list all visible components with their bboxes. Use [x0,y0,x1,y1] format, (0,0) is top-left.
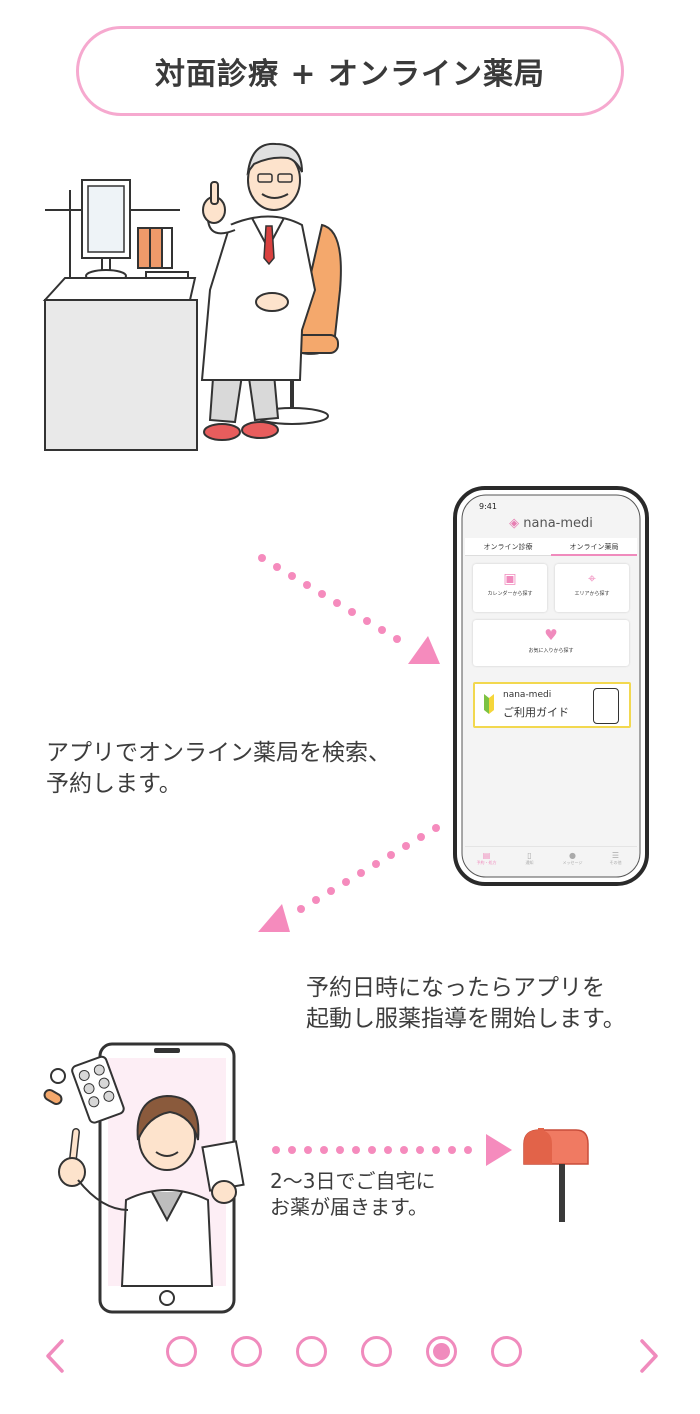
phone-mockup: 9:41 ◈ nana-medi オンライン診療 オンライン薬局 ▣ カレンダー… [453,486,649,886]
guide-label: ご利用ガイド [503,706,569,719]
app-tabs: オンライン診療 オンライン薬局 [465,538,637,556]
status-time: 9:41 [479,502,497,511]
app-brand-text: nana-medi [523,516,593,531]
bottom-nav: ▤予約・処方 ▯通知 ●メッセージ ☰その他 [465,846,637,871]
page-title: 対面診療 + オンライン薬局 [76,26,624,116]
carousel-dot-3[interactable] [296,1336,327,1367]
mailbox-icon [523,1128,589,1222]
calendar-icon: ▣ [503,571,517,587]
search-caption: アプリでオンライン薬局を検索、 予約します。 [46,740,391,797]
carousel-dot-4[interactable] [361,1336,392,1367]
area-card-label: エリアから探す [574,591,610,597]
favorites-card-label: お気に入りから探す [528,648,574,654]
calendar-search-card[interactable]: ▣ カレンダーから探す [473,564,547,612]
dotted-arrow-to-phone [258,554,440,664]
tab-online-pharmacy[interactable]: オンライン薬局 [551,538,637,556]
guide-brand: nana-medi [503,690,552,700]
favorites-search-card[interactable]: ♥ お気に入りから探す [473,620,629,666]
guidance-caption: 予約日時になったらアプリを 起動し服薬指導を開始します。 [306,975,626,1032]
area-search-card[interactable]: ⌖ エリアから探す [555,564,629,612]
doctor-illustration [42,142,342,451]
nav-item-notification[interactable]: ▯通知 [508,847,551,871]
beginner-mark-icon [484,694,494,714]
tab-online-consultation[interactable]: オンライン診療 [465,538,551,556]
nav-item-other[interactable]: ☰その他 [594,847,637,871]
nav-item-reservation[interactable]: ▤予約・処方 [465,847,508,871]
left-arrow-icon[interactable] [42,1338,68,1374]
map-pin-icon: ⌖ [588,571,596,587]
carousel-dot-2[interactable] [231,1336,262,1367]
app-brand: ◈ nana-medi [453,516,649,531]
app-logo-icon: ◈ [509,516,520,531]
guide-phone-icon [593,688,619,724]
carousel-dot-1[interactable] [166,1336,197,1367]
carousel-indicator [0,1336,700,1376]
menu-icon: ☰ [611,851,620,860]
carousel-dot-6[interactable] [491,1336,522,1367]
reservation-icon: ▤ [482,851,491,860]
notification-icon: ▯ [527,851,532,860]
right-arrow-icon[interactable] [636,1338,662,1374]
heart-icon: ♥ [544,626,558,644]
dotted-arrow-from-phone [258,824,440,932]
delivery-caption: 2〜3日でご自宅に お薬が届きます。 [270,1169,436,1219]
dotted-arrow-to-mailbox [272,1134,512,1166]
calendar-card-label: カレンダーから探す [487,591,533,597]
carousel-dot-5[interactable] [426,1336,457,1367]
nav-item-message[interactable]: ●メッセージ [551,847,594,871]
pharmacist-illustration [43,1042,245,1314]
usage-guide-banner[interactable]: nana-medi ご利用ガイド [473,682,631,728]
message-icon: ● [569,851,576,860]
